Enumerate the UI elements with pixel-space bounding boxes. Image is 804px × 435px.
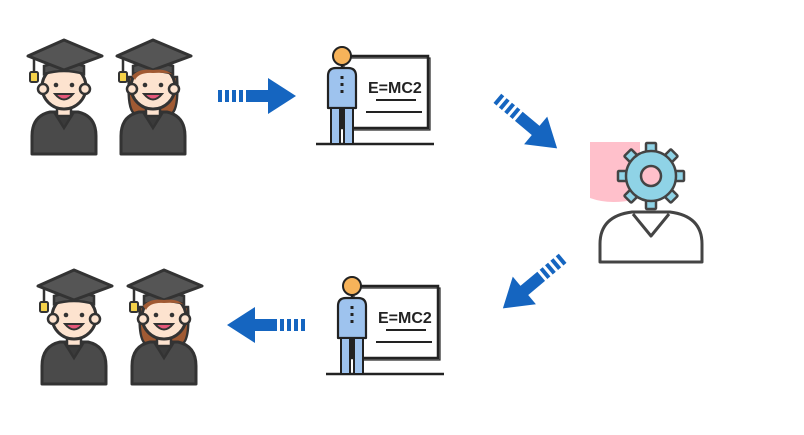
- dashed-arrow-icon: [491, 244, 575, 323]
- dashed-arrow-icon: [485, 84, 569, 163]
- dashed-arrow-icon: [218, 78, 296, 114]
- board-text-top: E=MC2: [368, 80, 422, 97]
- students-bottom: [36, 268, 204, 386]
- board-text-bottom: E=MC2: [378, 310, 432, 327]
- students-top: [26, 38, 193, 156]
- expert: [590, 141, 704, 264]
- graduate-icon: [36, 268, 114, 386]
- dashed-arrow-icon: [227, 307, 305, 343]
- graduate-icon: [26, 38, 104, 156]
- gear-icon: [616, 141, 686, 211]
- teacher-top: E=MC2: [314, 45, 436, 146]
- teacher-bottom: E=MC2: [324, 275, 446, 376]
